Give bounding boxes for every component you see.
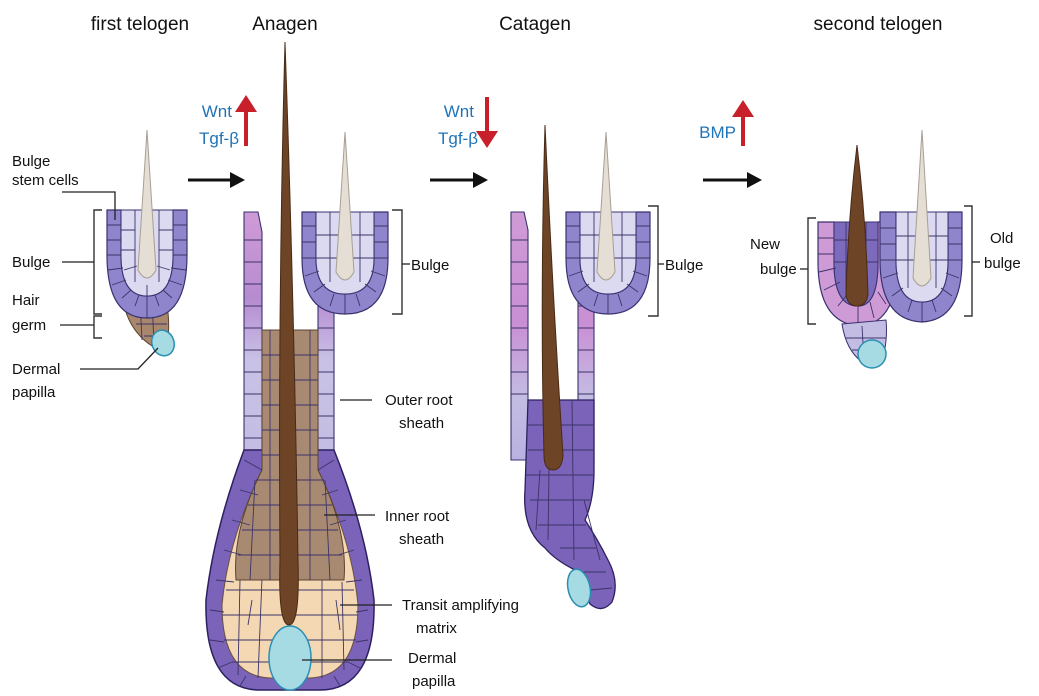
label-old-bulge-line1: Old bbox=[990, 230, 1013, 247]
catagen-signals: Wnt Tgf-β bbox=[438, 97, 498, 148]
first-telogen-follicle bbox=[107, 130, 187, 359]
label-inner-root-sheath-line1: Inner root bbox=[385, 508, 450, 525]
label-new-bulge-line2: bulge bbox=[760, 261, 797, 278]
catagen-signal-wnt: Wnt bbox=[444, 102, 475, 121]
second-telogen-club-hair bbox=[913, 130, 931, 286]
anagen-signal-wnt: Wnt bbox=[202, 102, 233, 121]
label-outer-root-sheath-line2: sheath bbox=[399, 415, 444, 432]
stage-title-second-telogen: second telogen bbox=[814, 14, 943, 35]
label-new-bulge-line1: New bbox=[750, 236, 780, 253]
catagen-signal-tgf-beta: Tgf-β bbox=[438, 129, 478, 148]
stage-title-catagen: Catagen bbox=[499, 14, 571, 35]
label-dermal-papilla-line2: papilla bbox=[12, 384, 56, 401]
anagen-signals: Wnt Tgf-β bbox=[199, 95, 257, 148]
label-bulge-stem-cells-line1: Bulge bbox=[12, 153, 50, 170]
process-arrow-1-icon bbox=[188, 172, 245, 188]
process-arrow-2-icon bbox=[430, 172, 488, 188]
label-inner-root-sheath-line2: sheath bbox=[399, 531, 444, 548]
label-transit-amplifying-line2: matrix bbox=[416, 620, 457, 637]
label-bulge: Bulge bbox=[12, 254, 50, 271]
new-hair-shaft bbox=[846, 145, 868, 306]
stage-title-anagen: Anagen bbox=[252, 14, 318, 35]
catagen-labels: Bulge bbox=[648, 206, 703, 316]
process-arrow-3-icon bbox=[703, 172, 762, 188]
anagen-signal-tgf-beta: Tgf-β bbox=[199, 129, 239, 148]
catagen-club-hair bbox=[597, 132, 615, 280]
anagen-dermal-papilla bbox=[269, 626, 311, 690]
second-telogen-follicle bbox=[818, 130, 962, 368]
label-hair-germ-line2: germ bbox=[12, 317, 46, 334]
catagen-hair-shaft bbox=[542, 125, 563, 470]
second-telogen-signals: BMP bbox=[699, 100, 754, 146]
club-hair bbox=[138, 130, 156, 278]
stage-title-first-telogen: first telogen bbox=[91, 14, 189, 35]
catagen-follicle bbox=[511, 125, 650, 609]
label-transit-amplifying-line1: Transit amplifying bbox=[402, 597, 519, 614]
label-anagen-bulge: Bulge bbox=[411, 257, 449, 274]
anagen-club-hair bbox=[336, 132, 354, 280]
second-telogen-signal-bmp: BMP bbox=[699, 123, 736, 142]
label-anagen-dermal-papilla-line1: Dermal bbox=[408, 650, 456, 667]
catagen-down-arrow-icon bbox=[476, 97, 498, 148]
second-telogen-dermal-papilla bbox=[858, 340, 886, 368]
label-bulge-stem-cells-line2: stem cells bbox=[12, 172, 79, 189]
label-catagen-bulge: Bulge bbox=[665, 257, 703, 274]
label-anagen-dermal-papilla-line2: papilla bbox=[412, 673, 456, 690]
label-outer-root-sheath-line1: Outer root bbox=[385, 392, 453, 409]
label-hair-germ-line1: Hair bbox=[12, 292, 40, 309]
label-dermal-papilla-line1: Dermal bbox=[12, 361, 60, 378]
label-old-bulge-line2: bulge bbox=[984, 255, 1021, 272]
